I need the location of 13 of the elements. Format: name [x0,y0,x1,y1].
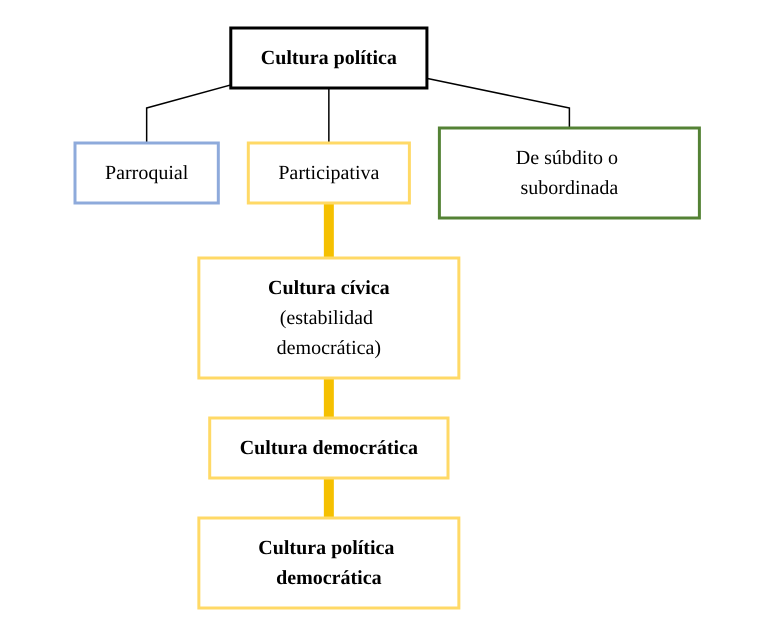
node-box: De súbdito o subordinada [438,126,701,219]
node-box: Cultura política [229,26,428,89]
connector [328,88,330,142]
connector [146,84,231,142]
connector [324,378,334,418]
node-box: Cultura política democrática [197,516,460,609]
node-box: Cultura democrática [208,416,450,479]
node-box: Cultura cívica (estabilidad democrática) [197,256,460,379]
connector [324,478,334,518]
connector [426,77,570,128]
node-box: Participativa [246,141,411,204]
connector [324,202,334,258]
node-box: Parroquial [73,141,220,204]
